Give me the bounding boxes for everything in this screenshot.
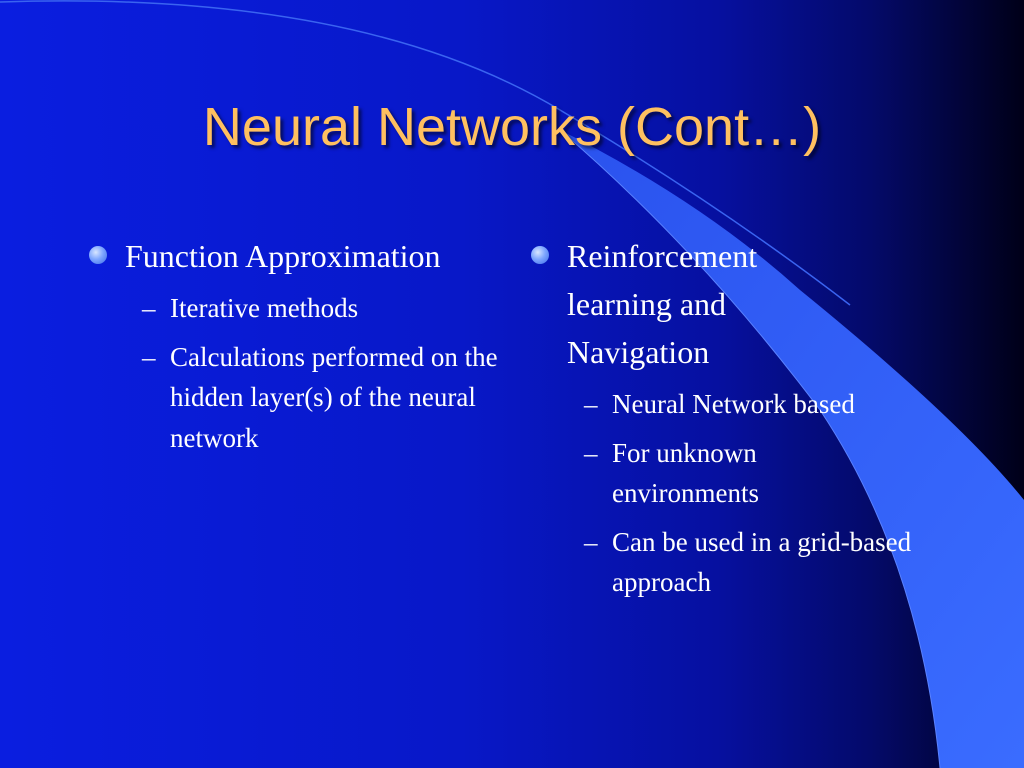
- top-arc-line: [0, 0, 851, 306]
- bullet-dot-icon: [531, 246, 549, 264]
- dash-icon: –: [142, 293, 156, 323]
- list-item: – Iterative methods: [88, 288, 508, 329]
- bullet-text: Function Approximation: [125, 238, 441, 274]
- sub-item-text: Iterative methods: [170, 293, 359, 323]
- dash-icon: –: [584, 526, 598, 557]
- list-item: – Can be used in a grid-based approach: [530, 522, 922, 603]
- bullet-function-approximation: Function Approximation: [88, 232, 508, 280]
- bullet-reinforcement-learning: Reinforcement learning and Navigation: [530, 232, 827, 376]
- left-sub-list: – Iterative methods – Calculations perfo…: [88, 288, 508, 458]
- list-item: – Calculations performed on the hidden l…: [88, 337, 508, 459]
- bullet-dot-icon: [89, 246, 107, 264]
- slide-title: Neural Networks (Cont…): [202, 97, 822, 157]
- bullet-text: Reinforcement learning and Navigation: [567, 238, 758, 370]
- dash-icon: –: [142, 341, 156, 372]
- sub-item-text: For unknown environments: [612, 437, 759, 509]
- dash-icon: –: [584, 437, 598, 468]
- right-swoosh-shape: [560, 130, 1024, 768]
- swoosh-edge-line: [559, 129, 941, 768]
- sub-item-text: Can be used in a grid-based approach: [612, 526, 912, 598]
- list-item: – Neural Network based: [530, 384, 950, 425]
- sub-item-text: Calculations performed on the hidden lay…: [170, 341, 498, 453]
- right-sub-list: – Neural Network based – For unknown env…: [530, 384, 950, 603]
- list-item: – For unknown environments: [530, 433, 842, 514]
- dash-icon: –: [584, 389, 598, 419]
- right-column: Reinforcement learning and Navigation – …: [530, 232, 950, 611]
- left-column: Function Approximation – Iterative metho…: [88, 232, 508, 466]
- sub-item-text: Neural Network based: [612, 389, 855, 419]
